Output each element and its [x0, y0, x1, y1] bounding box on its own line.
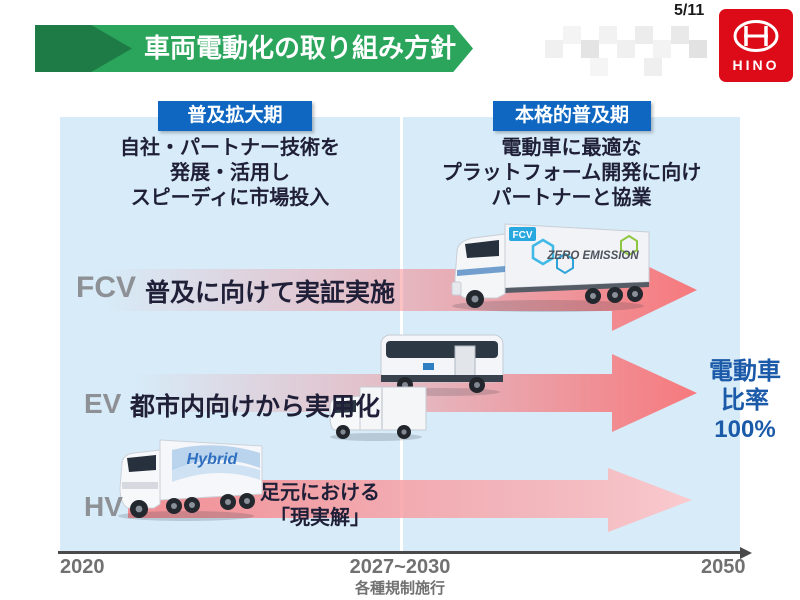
timeline-axis: [58, 551, 742, 554]
fcv-side-text: ZERO EMISSION: [546, 250, 639, 262]
ev-ratio-goal: 電動車 比率 100%: [698, 357, 792, 444]
goal-line: 比率: [721, 387, 769, 414]
timeline-2020: 2020: [60, 556, 105, 578]
phase-desc-line: 発展・活用し: [170, 162, 290, 184]
title-banner: 車両電動化の取り組み方針: [35, 25, 473, 72]
goal-line: 100%: [714, 416, 776, 443]
hv-side-text: Hybrid: [187, 451, 239, 468]
row-text-fcv: 普及に向けて実証実施: [145, 279, 396, 307]
ev-truck-image: [329, 386, 427, 441]
timeline-arrowhead-icon: [740, 546, 752, 559]
pixel-decoration: [545, 26, 715, 78]
phase-desc-line: 自社・パートナー技術を: [120, 137, 340, 159]
hv-arrow: [128, 468, 692, 532]
phase-desc-line: プラットフォーム開発に向け: [441, 162, 702, 184]
row-label-fcv: FCV: [76, 271, 136, 304]
phase-desc-expansion: 自社・パートナー技術を 発展・活用し スピーディに市場投入: [68, 136, 392, 211]
phase-desc-full-adoption: 電動車に最適な プラットフォーム開発に向け パートナーと協業: [411, 136, 732, 211]
row-label-ev: EV: [84, 388, 122, 419]
fcv-badge-text: FCV: [513, 230, 533, 241]
phase-desc-line: パートナーと協業: [491, 187, 652, 209]
phase-desc-line: スピーディに市場投入: [130, 187, 330, 209]
timeline-regulation-note: 各種規制施行: [354, 580, 445, 597]
goal-line: 電動車: [709, 358, 781, 385]
hv-truck-image: Hybrid: [118, 439, 263, 521]
phase-panel-full-adoption: [403, 117, 740, 551]
page-number: 5/11: [674, 2, 705, 19]
timeline-2050: 2050: [701, 556, 746, 578]
hv-text-line1: 足元における: [260, 482, 380, 504]
phase-label-expansion: 普及拡大期: [158, 101, 312, 131]
hino-emblem-icon: [733, 19, 779, 52]
phase-desc-line: 電動車に最適な: [501, 137, 642, 159]
row-text-hv: 足元における 「現実解」: [252, 481, 388, 531]
phase-label-full-adoption: 本格的普及期: [493, 101, 651, 131]
hino-logo: HINO: [719, 9, 793, 82]
fcv-truck-image: FCV ZERO EMISSION: [451, 223, 650, 312]
timeline-2027-2030: 2027~2030: [349, 556, 451, 578]
row-label-hv: HV: [84, 491, 123, 522]
slide-title: 車両電動化の取り組み方針: [143, 33, 456, 63]
row-text-ev: 都市内向けから実用化: [130, 393, 381, 421]
hino-logo-text: HINO: [732, 56, 780, 73]
hv-text-line2: 「現実解」: [270, 507, 370, 529]
